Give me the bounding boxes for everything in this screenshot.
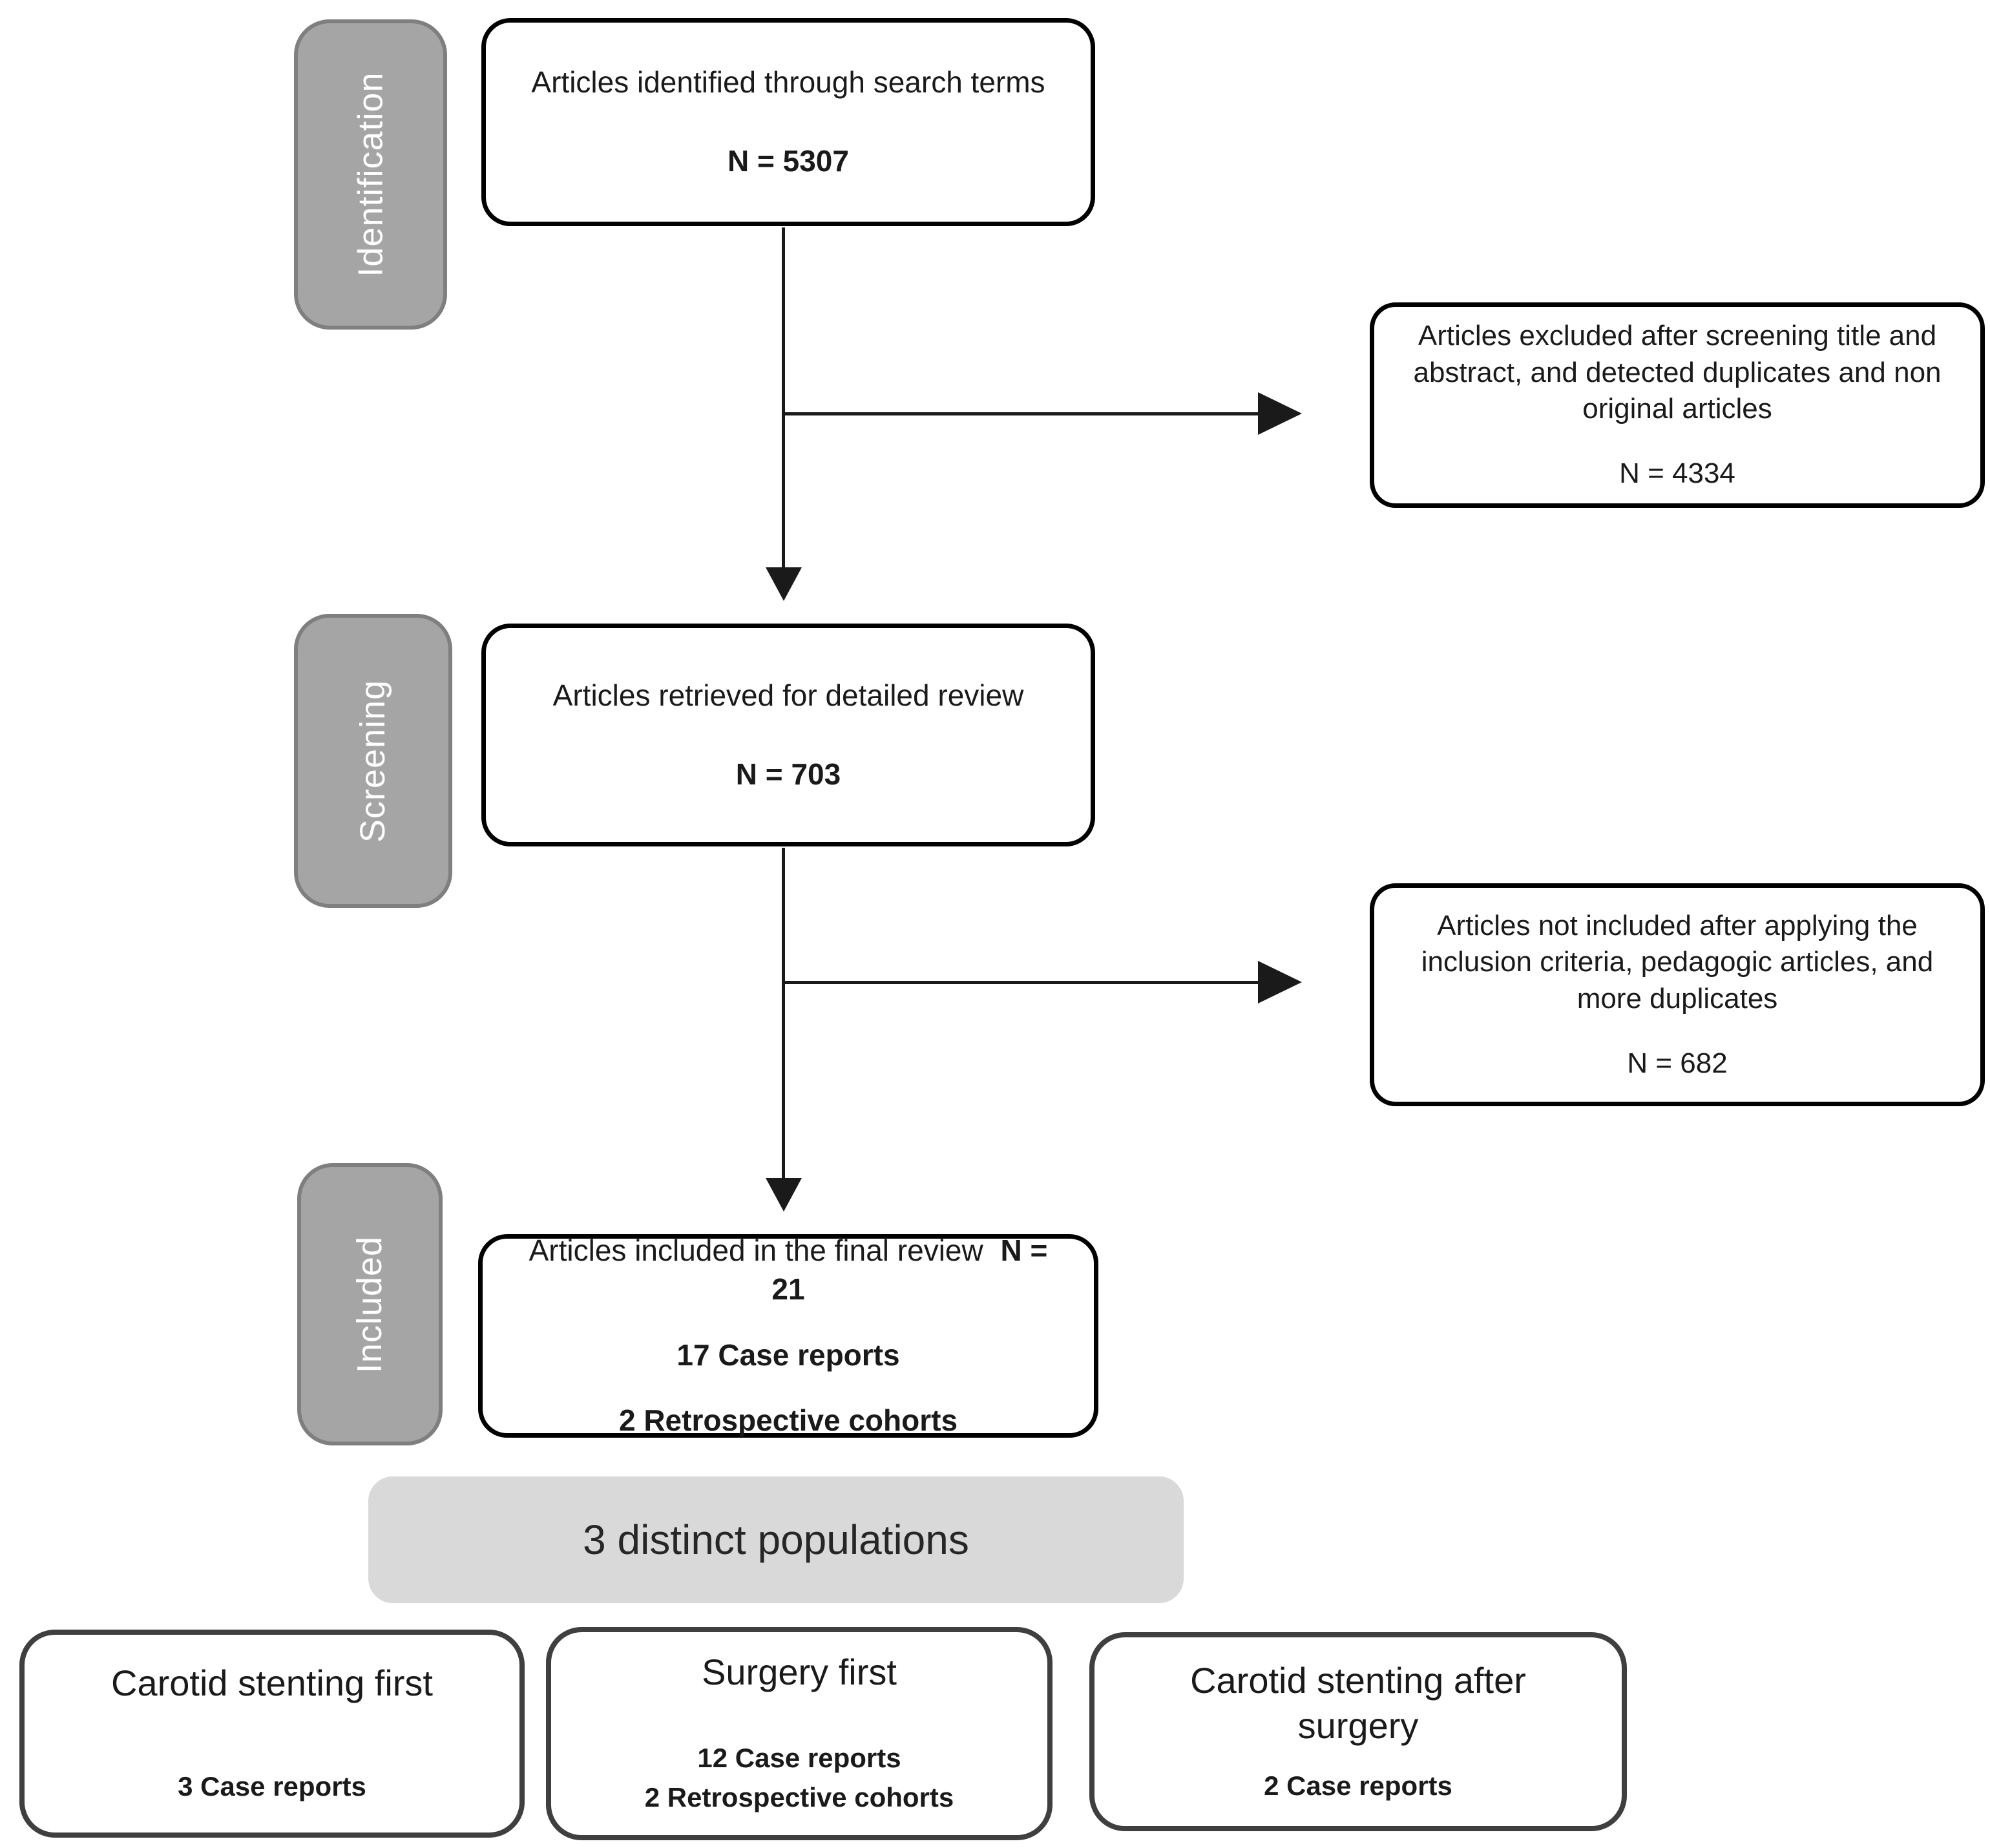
flow-box-identified-count: N = 5307	[728, 144, 849, 178]
exclusion-box-screening: Articles excluded after screening title …	[1370, 302, 1985, 508]
stage-label-identification: Identification	[294, 19, 447, 330]
flow-box-final-review-detail: 2 Retrospective cohorts	[618, 1403, 958, 1438]
populations-banner-text: 3 distinct populations	[583, 1517, 969, 1563]
arrow-down-icon	[766, 567, 802, 601]
population-box-stenting-first-title: Carotid stenting first	[111, 1663, 433, 1704]
population-box-surgery-first: Surgery first 12 Case reports 2 Retrospe…	[546, 1627, 1053, 1840]
populations-banner: 3 distinct populations	[368, 1476, 1184, 1603]
flow-box-final-review-text: Articles included in the final review	[529, 1233, 983, 1267]
population-box-stenting-first-detail: 3 Case reports	[178, 1771, 366, 1802]
exclusion-box-screening-text: Articles excluded after screening title …	[1413, 320, 1942, 425]
flow-box-retrieved-text: Articles retrieved for detailed review	[552, 678, 1024, 712]
stage-label-included-text: Included	[350, 1235, 390, 1373]
flow-box-final-review-count: N = 21	[771, 1233, 1048, 1306]
stage-label-screening: Screening	[294, 614, 452, 908]
flow-box-retrieved: Articles retrieved for detailed review N…	[481, 624, 1095, 846]
flow-box-retrieved-count: N = 703	[735, 757, 841, 791]
flow-box-identified-text: Articles identified through search terms	[531, 65, 1045, 100]
exclusion-box-criteria: Articles not included after applying the…	[1370, 883, 1985, 1106]
flow-box-final-review: Articles included in the final review N …	[478, 1234, 1098, 1438]
stage-label-identification-text: Identification	[351, 72, 390, 277]
arrow-down-icon	[766, 1178, 802, 1212]
population-box-surgery-first-title: Surgery first	[702, 1652, 897, 1693]
exclusion-box-criteria-text: Articles not included after applying the…	[1421, 909, 1934, 1014]
arrow-line-to-excluded-criteria	[783, 981, 1258, 984]
arrow-line-identified-to-retrieved	[782, 227, 785, 569]
flow-box-final-review-headline: Articles included in the final review N …	[512, 1232, 1065, 1309]
population-box-stenting-after: Carotid stenting after surgery 2 Case re…	[1089, 1632, 1627, 1831]
arrow-line-to-excluded-screening	[783, 412, 1258, 415]
flow-box-final-review-detail: 17 Case reports	[676, 1338, 900, 1372]
exclusion-box-criteria-count: N = 682	[1627, 1047, 1728, 1079]
population-box-surgery-first-detail: 2 Retrospective cohorts	[644, 1782, 954, 1812]
arrow-right-icon	[1258, 961, 1302, 1003]
stage-label-included: Included	[297, 1163, 443, 1445]
arrow-line-retrieved-to-final	[782, 848, 785, 1179]
arrow-right-icon	[1258, 392, 1302, 435]
population-box-stenting-after-title: Carotid stenting after surgery	[1190, 1659, 1526, 1746]
flow-box-identified: Articles identified through search terms…	[481, 18, 1095, 226]
exclusion-box-screening-count: N = 4334	[1619, 457, 1735, 490]
population-box-surgery-first-detail: 12 Case reports	[697, 1743, 901, 1774]
population-box-stenting-first: Carotid stenting first 3 Case reports	[19, 1630, 525, 1838]
population-box-stenting-after-detail: 2 Case reports	[1264, 1770, 1452, 1801]
stage-label-screening-text: Screening	[353, 679, 393, 843]
